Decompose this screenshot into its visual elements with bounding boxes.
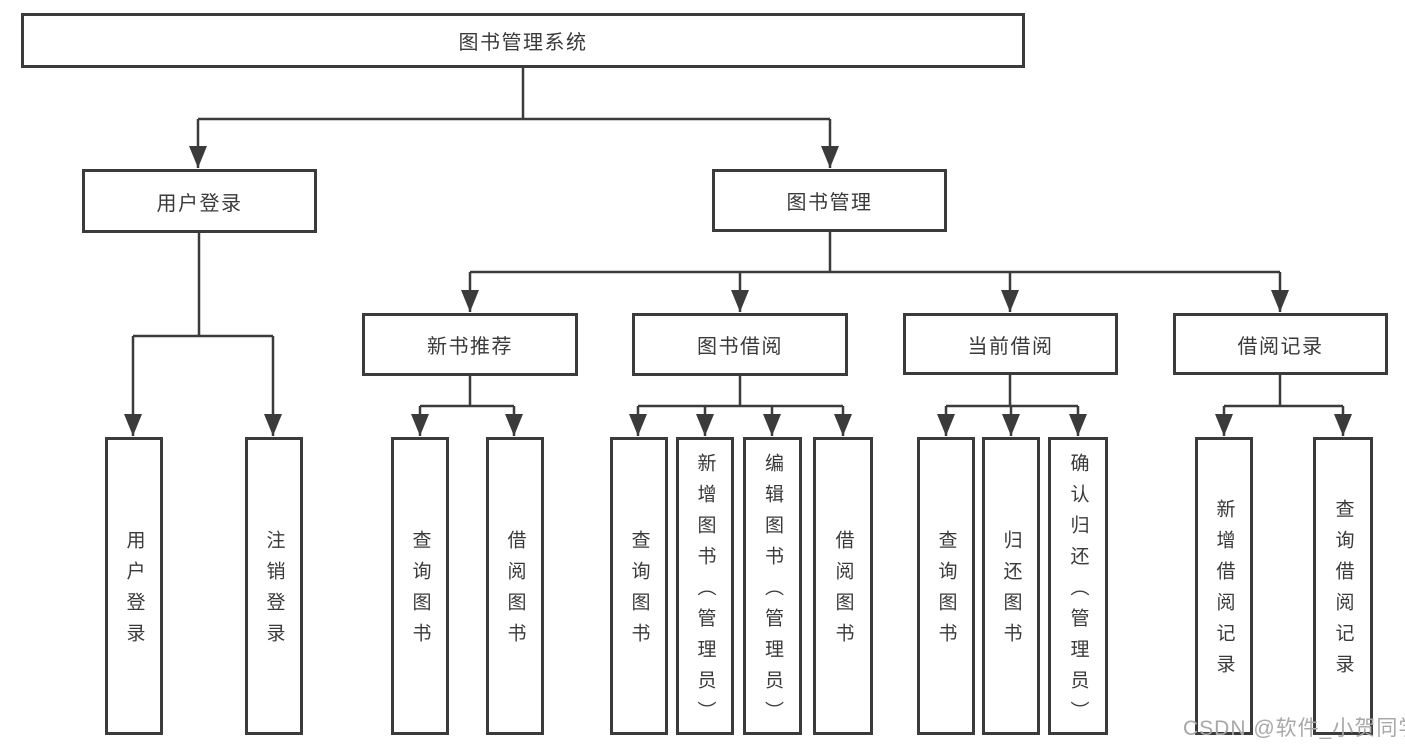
node-book-borrowing-label: 图书借阅 <box>697 336 783 358</box>
leaf-add-borrow-record-label: 新增借阅记录 <box>1213 499 1235 685</box>
leaf-edit-books-admin: 编辑图书（管理员） <box>743 437 802 735</box>
leaf-query-borrow-record-label: 查询借阅记录 <box>1332 499 1354 685</box>
leaf-user-login: 用户登录 <box>105 437 163 735</box>
node-root: 图书管理系统 <box>21 13 1025 68</box>
node-root-label: 图书管理系统 <box>458 32 588 54</box>
leaf-borrow-books-borrowing-label: 借阅图书 <box>832 530 854 654</box>
leaf-add-books-admin-label: 新增图书（管理员） <box>694 452 716 732</box>
leaf-confirm-return-admin: 确认归还（管理员） <box>1048 437 1108 735</box>
node-current-borrowing: 当前借阅 <box>903 313 1118 375</box>
leaf-edit-books-admin-label: 编辑图书（管理员） <box>762 452 783 732</box>
leaf-user-login-label: 用户登录 <box>123 530 145 654</box>
leaf-borrow-books-newbooks: 借阅图书 <box>486 437 544 735</box>
leaf-query-books-borrowing: 查询图书 <box>610 437 668 735</box>
leaf-query-books-newbooks-label: 查询图书 <box>409 530 431 654</box>
leaf-confirm-return-admin-label: 确认归还（管理员） <box>1067 452 1089 732</box>
leaf-add-borrow-record: 新增借阅记录 <box>1195 437 1253 735</box>
leaf-return-books-label: 归还图书 <box>1000 530 1022 654</box>
node-book-management-label: 图书管理 <box>786 192 873 214</box>
node-user-login-label: 用户登录 <box>156 192 243 215</box>
node-current-borrowing-label: 当前借阅 <box>967 335 1054 358</box>
node-borrowing-records-label: 借阅记录 <box>1237 335 1324 358</box>
leaf-borrow-books-newbooks-label: 借阅图书 <box>504 530 526 654</box>
node-book-borrowing: 图书借阅 <box>632 313 848 376</box>
node-borrowing-records: 借阅记录 <box>1173 313 1388 375</box>
leaf-query-borrow-record: 查询借阅记录 <box>1313 437 1373 735</box>
leaf-logout-label: 注销登录 <box>263 530 285 654</box>
leaf-borrow-books-borrowing: 借阅图书 <box>813 437 873 735</box>
node-book-management: 图书管理 <box>712 169 947 232</box>
leaf-query-books-newbooks: 查询图书 <box>391 437 449 735</box>
leaf-query-books-current-label: 查询图书 <box>935 530 957 654</box>
leaf-query-books-borrowing-label: 查询图书 <box>628 530 650 654</box>
node-new-book-recommend: 新书推荐 <box>362 313 578 376</box>
leaf-return-books: 归还图书 <box>982 437 1040 735</box>
leaf-query-books-current: 查询图书 <box>917 437 975 735</box>
node-user-login: 用户登录 <box>82 169 317 233</box>
leaf-logout: 注销登录 <box>245 437 303 735</box>
node-new-book-recommend-label: 新书推荐 <box>427 336 513 358</box>
leaf-add-books-admin: 新增图书（管理员） <box>676 437 734 735</box>
csdn-watermark: CSDN @软件_小贺同学 <box>1183 717 1405 740</box>
